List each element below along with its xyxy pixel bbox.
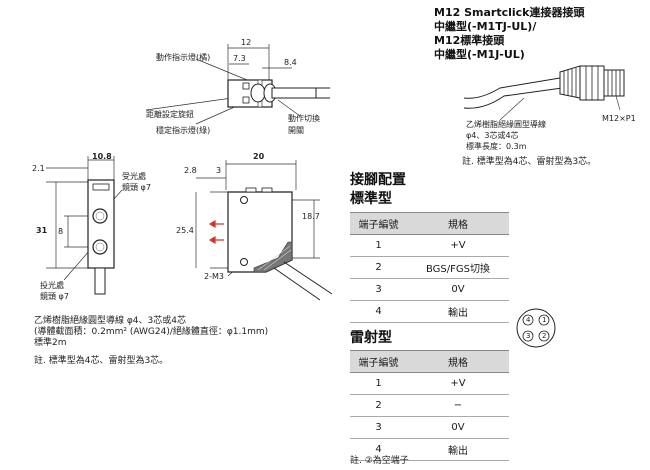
label-operation-switch-line2: 開關 — [288, 126, 304, 135]
laser-note: 註. ②為空端子 — [350, 456, 409, 466]
laser-title: 雷射型 — [350, 330, 392, 346]
side-dim-a: 2.8 — [184, 166, 197, 175]
standard-title: 標準型 — [350, 191, 392, 207]
connector-note: 註. 標準型為4芯、雷射型為3芯。 — [462, 157, 597, 167]
pinout-heading: 接腳配置 — [350, 172, 406, 188]
table-row: 1 +V — [350, 234, 509, 257]
connector-title-line1: M12 Smartclick連接器接頭 — [434, 6, 585, 19]
pin-label: 2 — [542, 332, 547, 340]
table-row: 3 0V — [350, 278, 509, 301]
front-dim-lens-pitch: 8 — [58, 227, 64, 236]
connector-cable-line2: φ4、3芯或4芯 — [466, 131, 519, 140]
connector-thread-label: M12×P1 — [602, 114, 636, 123]
pin-number: 4 — [350, 438, 407, 461]
pin-number: 1 — [350, 372, 407, 395]
pin-label: 4 — [526, 316, 531, 324]
table-row: 4 輸出 — [350, 438, 509, 461]
connector-title-line2: 中繼型(-M1TJ-UL)/ — [434, 20, 537, 33]
pin-spec: − — [407, 394, 509, 417]
table-row: 4 輸出 — [350, 300, 509, 323]
cable-spec-note: 註. 標準型為4芯、雷射型為3芯。 — [34, 356, 169, 366]
col-terminal-no: 端子編號 — [350, 212, 407, 235]
front-dim-width: 10.8 — [92, 152, 112, 161]
front-dim-offset: 2.1 — [32, 164, 45, 173]
top-dim-width: 12 — [241, 38, 252, 47]
laser-pin-table: 端子編號 規格 1 +V 2 − 3 0V 4 輸出 — [350, 350, 509, 461]
side-dim-hole-pitch: 18.7 — [302, 212, 320, 221]
pin-layout-diagram — [516, 308, 556, 348]
label-emitter-line2: 鏡頭 φ7 — [40, 292, 69, 301]
pin-number: 3 — [350, 278, 407, 301]
pin-spec: 輸出 — [407, 438, 509, 461]
table-row: 2 BGS/FGS切換 — [350, 256, 509, 279]
top-view-drawing — [145, 44, 330, 125]
connector-cable-line3: 標準長度：0.3m — [466, 142, 527, 151]
pin-spec: +V — [407, 372, 509, 395]
side-view-drawing — [195, 160, 333, 301]
label-emitter-line1: 投光處 — [40, 281, 64, 290]
pin-label: 3 — [526, 332, 531, 340]
connector-drawing — [463, 65, 625, 121]
cable-spec-line3: 標準2m — [34, 338, 67, 348]
front-view-drawing — [46, 156, 123, 295]
standard-pin-table: 端子編號 規格 1 +V 2 BGS/FGS切換 3 0V 4 輸出 — [350, 212, 509, 323]
col-spec: 規格 — [407, 212, 509, 235]
label-mount-holes: 2-M3 — [204, 272, 224, 281]
pin-number: 4 — [350, 300, 407, 323]
pin-number: 2 — [350, 256, 407, 279]
connector-title-line3: M12標準接頭 — [434, 34, 505, 47]
pin-label: 1 — [542, 316, 547, 324]
pin-spec: 輸出 — [407, 300, 509, 323]
col-spec: 規格 — [407, 350, 509, 373]
table-row: 3 0V — [350, 416, 509, 439]
label-distance-knob: 距離設定旋鈕 — [146, 110, 194, 119]
pin-number: 1 — [350, 234, 407, 257]
connector-title-line4: 中繼型(-M1J-UL) — [434, 48, 525, 61]
pin-number: 2 — [350, 394, 407, 417]
side-dim-height: 25.4 — [176, 226, 194, 235]
pin-spec: +V — [407, 234, 509, 257]
table-row: 1 +V — [350, 372, 509, 395]
pin-spec: 0V — [407, 278, 509, 301]
side-dim-width: 20 — [253, 152, 265, 161]
label-operation-switch-line1: 動作切換 — [288, 114, 320, 123]
cable-spec-line2: (導體截面積：0.2mm² (AWG24)/絕緣體直徑：φ1.1mm) — [34, 327, 269, 337]
col-terminal-no: 端子編號 — [350, 350, 407, 373]
label-stability-indicator: 穩定指示燈(綠) — [156, 126, 211, 135]
label-receiver-line1: 受光處 — [122, 172, 146, 181]
label-receiver-line2: 鏡頭 φ7 — [122, 183, 151, 192]
pin-spec: 0V — [407, 416, 509, 439]
top-dim-offset-2: 8.4 — [284, 58, 297, 67]
front-dim-height: 31 — [36, 226, 48, 235]
table-row: 2 − — [350, 394, 509, 417]
pin-spec: BGS/FGS切換 — [407, 256, 509, 279]
connector-cable-line1: 乙烯樹脂絕緣圓型導線 — [466, 120, 546, 129]
top-dim-offset-1: 7.3 — [233, 54, 246, 63]
pin-number: 3 — [350, 416, 407, 439]
cable-spec-line1: 乙烯樹脂絕緣圓型導線 φ4、3芯或4芯 — [34, 316, 186, 326]
label-operation-indicator: 動作指示燈(橘) — [156, 53, 211, 62]
side-dim-b: 3 — [216, 166, 222, 175]
